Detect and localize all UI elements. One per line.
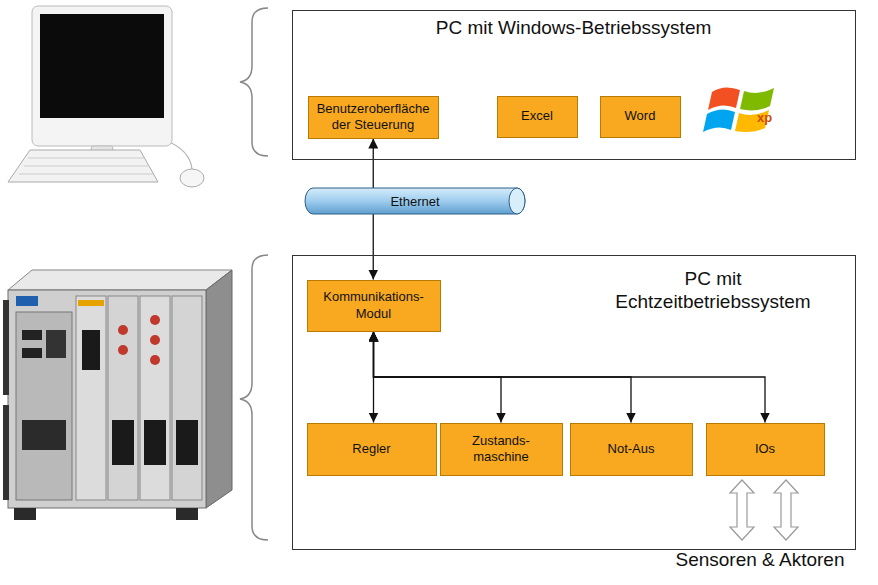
port [22,330,42,340]
pipe-body [305,188,525,214]
vendor-logo [16,296,38,306]
box-label: Kommunikations- Modul [316,289,432,322]
bnc-connector [118,325,128,335]
logo-flag [703,109,735,132]
computer-illustration [8,6,204,187]
chassis-handle [3,300,9,395]
pipe-label: Ethernet [390,194,439,209]
monitor-body [32,6,172,146]
io-double-arrow [774,480,798,540]
io-module [140,296,170,500]
process-box: Word [600,96,681,138]
process-box: Zustands- maschine [440,423,563,476]
box-label: Zustands- maschine [449,433,554,466]
process-box: Kommunikations- Modul [307,280,441,332]
chassis-handle [3,405,9,500]
process-box: Benutzeroberfläche der Steuerung [308,96,439,139]
connector [82,330,100,370]
logo-flag [708,87,740,110]
controller-module [16,312,72,500]
chassis-foot [14,508,36,520]
box-label: Regler [352,441,390,457]
logo-text: xp [757,110,797,125]
chassis-foot [176,508,198,520]
port [22,348,42,358]
box-label: Word [625,108,656,124]
bnc-connector [118,345,128,355]
port [46,330,66,358]
chassis-side [206,270,232,508]
frame-title: PC mit Windows-Betriebssystem [293,17,854,40]
frame-title: PC mit Echtzeitbetriebssystem [588,268,838,314]
io-module [108,296,138,500]
connector-arrow [373,214,374,280]
chassis-top [8,270,232,290]
box-label: Excel [521,108,553,124]
curly-brace [240,8,268,156]
windows-logo [703,87,774,132]
bnc-connector [150,315,160,325]
io-module [76,296,106,500]
connector-arrow [374,332,766,423]
box-label: IOs [755,441,775,457]
io-double-arrow [730,480,754,540]
computer-frame: PC mit Windows-BetriebssystemBenutzerobe… [292,10,856,160]
connector [176,420,198,465]
box-label: Not-Aus [608,441,655,457]
connector [144,420,166,465]
caption-label: Sensoren & Aktoren [640,549,878,571]
bnc-connector [150,335,160,345]
process-box: Regler [307,423,437,476]
computer-frame: PC mit Echtzeitbetriebssystem Kommunikati… [292,255,856,550]
connector [112,420,134,465]
box-label: Benutzeroberfläche der Steuerung [317,101,430,134]
pxi-chassis-illustration [3,270,232,520]
network-pipe: Ethernet [305,188,525,214]
pipe-cap [509,188,525,214]
chassis-front [8,290,206,508]
process-box: Not-Aus [570,423,693,476]
mouse [180,169,204,187]
io-module [172,296,202,500]
module-stripe [78,300,104,306]
bnc-connector [150,355,160,365]
curly-brace [240,255,268,540]
monitor-screen [40,14,164,118]
keyboard [8,150,158,182]
logo-flag [740,88,774,110]
keyboard-keys [19,158,153,174]
process-box: Excel [497,96,578,138]
connector-arrow [373,139,374,189]
port [22,420,66,450]
process-box: IOs [706,423,825,476]
